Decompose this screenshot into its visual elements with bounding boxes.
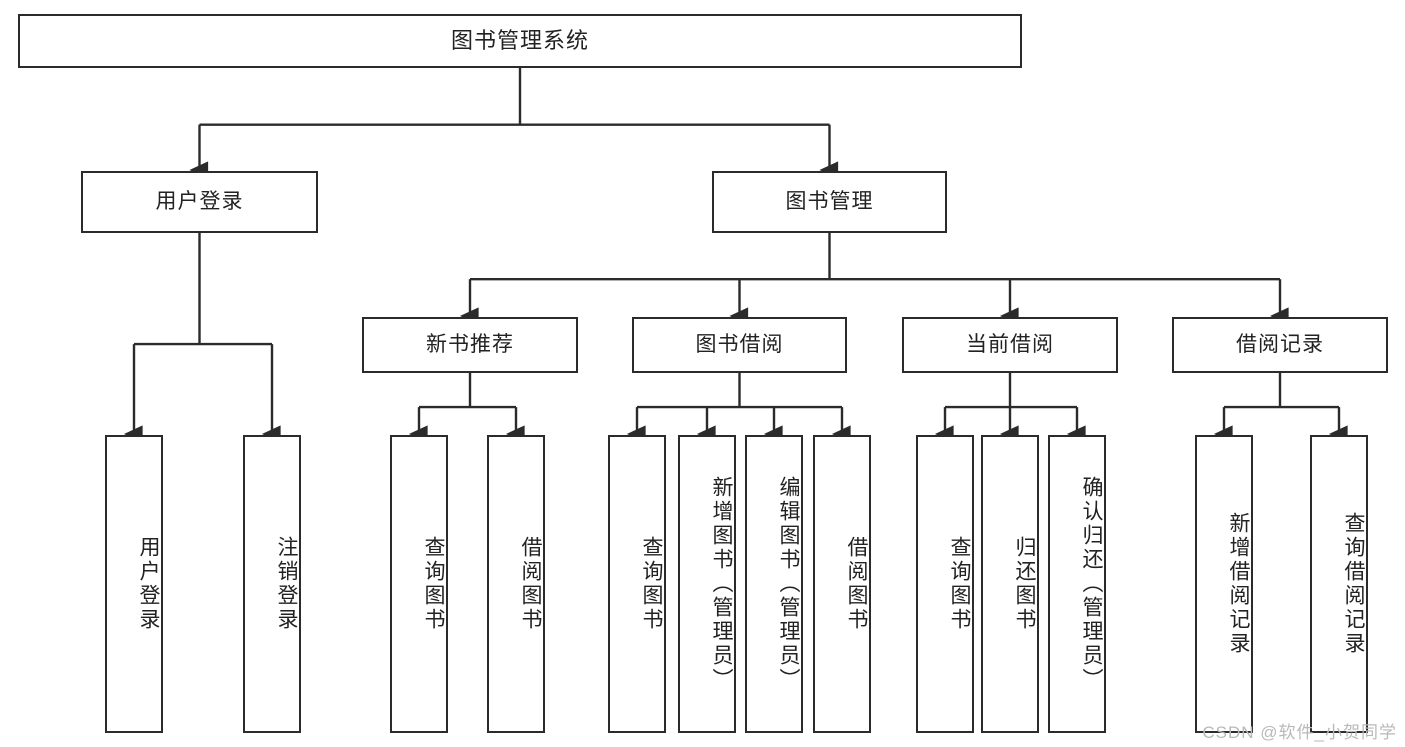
node-leaf-query-book-current[interactable]: 查询图书	[916, 435, 974, 733]
node-leaf-edit-book[interactable]: 编辑图书（管理员）	[745, 435, 803, 733]
node-borrow-records[interactable]: 借阅记录	[1172, 317, 1388, 373]
node-leaf-return-book[interactable]: 归还图书	[981, 435, 1039, 733]
node-book-management[interactable]: 图书管理	[712, 171, 947, 233]
node-book-borrow[interactable]: 图书借阅	[632, 317, 847, 373]
node-new-book-recommend[interactable]: 新书推荐	[362, 317, 578, 373]
node-leaf-add-borrow-record[interactable]: 新增借阅记录	[1195, 435, 1253, 733]
node-leaf-logout[interactable]: 注销登录	[243, 435, 301, 733]
node-leaf-user-login[interactable]: 用户登录	[105, 435, 163, 733]
csdn-watermark: CSDN @软件_小贺同学	[1202, 723, 1397, 742]
node-root[interactable]: 图书管理系统	[18, 14, 1022, 68]
node-current-borrow[interactable]: 当前借阅	[902, 317, 1118, 373]
node-leaf-borrow-book-recommend[interactable]: 借阅图书	[487, 435, 545, 733]
node-leaf-query-book-borrow[interactable]: 查询图书	[608, 435, 666, 733]
node-leaf-confirm-return[interactable]: 确认归还（管理员）	[1048, 435, 1106, 733]
node-leaf-add-book[interactable]: 新增图书（管理员）	[678, 435, 736, 733]
node-user-login[interactable]: 用户登录	[81, 171, 318, 233]
node-leaf-query-book-recommend[interactable]: 查询图书	[390, 435, 448, 733]
node-leaf-borrow-book[interactable]: 借阅图书	[813, 435, 871, 733]
node-leaf-query-borrow-record[interactable]: 查询借阅记录	[1310, 435, 1368, 733]
